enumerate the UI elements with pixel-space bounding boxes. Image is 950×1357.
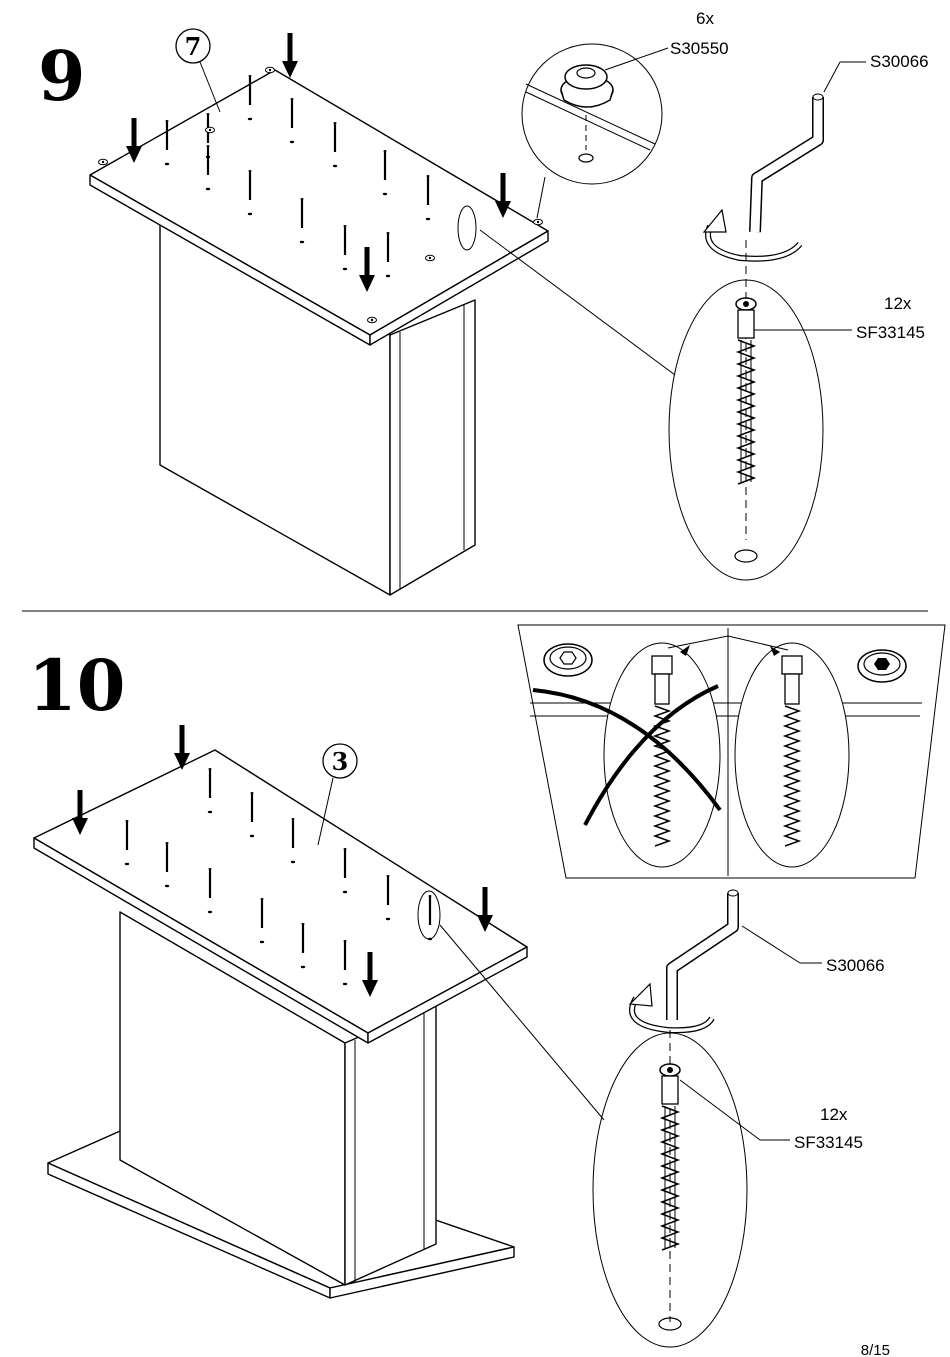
rotate-icon <box>628 982 715 1034</box>
allen-key-icon: S30066 <box>749 52 929 233</box>
screw-head-icon <box>543 643 593 677</box>
screw-detail-step9: 12x SF33145 <box>457 205 925 581</box>
cross-icon <box>532 684 722 826</box>
screw-icon <box>651 655 673 847</box>
cap-icon <box>560 64 614 108</box>
screw-code-step10: SF33145 <box>794 1133 863 1152</box>
screw-code-step9: SF33145 <box>856 323 925 342</box>
tool-code-step9: S30066 <box>870 52 929 71</box>
cabinet-body-step10 <box>119 911 437 1286</box>
step-9-number: 9 <box>38 37 85 117</box>
cap-detail: 6x S30550 <box>521 9 729 219</box>
screw-qty-step9: 12x <box>884 294 912 313</box>
rotate-icon <box>702 208 803 262</box>
tool-code-step10: S30066 <box>826 956 885 975</box>
step-10-number: 10 <box>28 644 125 727</box>
allen-key-icon: S30066 <box>666 889 885 1020</box>
screw-icon <box>781 655 803 847</box>
top-panel-7 <box>89 69 549 346</box>
step-10: 10 <box>28 624 946 1348</box>
correct-vs-incorrect-panel <box>517 624 946 879</box>
screw-icon <box>735 297 757 485</box>
top-panel-3 <box>33 749 528 1044</box>
svg-text:3: 3 <box>332 747 349 776</box>
page-number: 8/15 <box>861 1342 890 1357</box>
screw-head-icon <box>857 649 907 683</box>
screw-icon <box>659 1063 681 1251</box>
screw-detail-step10: 12x SF33145 <box>417 890 863 1348</box>
cap-code: S30550 <box>670 39 729 58</box>
part-label-7: 7 <box>175 28 221 113</box>
screw-qty-step10: 12x <box>820 1105 848 1124</box>
step-9: 9 <box>38 9 929 596</box>
svg-text:7: 7 <box>185 32 202 61</box>
part-label-3: 3 <box>317 743 358 846</box>
cap-qty: 6x <box>696 9 714 28</box>
